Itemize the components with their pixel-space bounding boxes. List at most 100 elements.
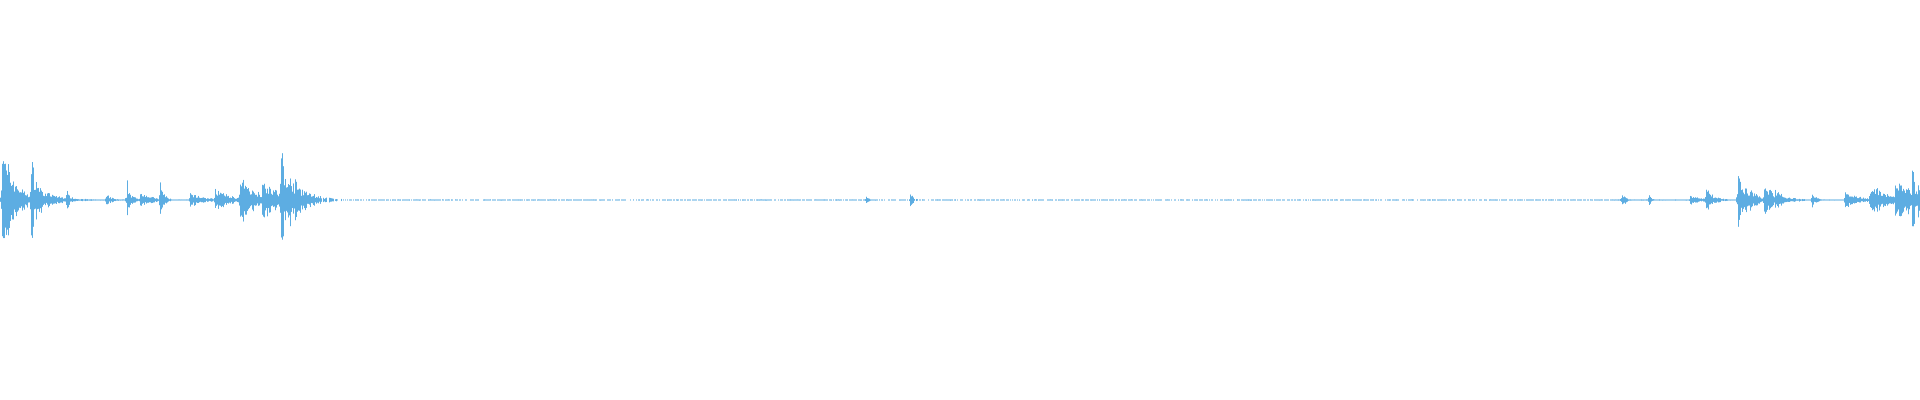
waveform-bar	[1838, 199, 1839, 201]
waveform-bar	[1036, 199, 1037, 201]
waveform-bar	[594, 199, 595, 201]
waveform-bar	[500, 199, 501, 201]
waveform-bar	[303, 195, 304, 206]
waveform-bar	[1476, 199, 1477, 201]
waveform-bar	[23, 192, 24, 208]
waveform-bar	[803, 199, 804, 201]
waveform-bar	[1346, 199, 1347, 201]
waveform-bar	[1706, 189, 1707, 209]
waveform-bar	[1804, 199, 1805, 201]
waveform-bar	[99, 199, 100, 201]
waveform-bar	[563, 199, 564, 201]
waveform-bar	[249, 191, 250, 208]
waveform-bar	[1647, 199, 1648, 201]
waveform-bar	[1299, 199, 1300, 201]
waveform-bar	[191, 194, 192, 205]
waveform-bar	[184, 199, 185, 201]
waveform-bar	[1272, 199, 1273, 201]
waveform-bar	[1332, 199, 1333, 201]
waveform-bar	[1204, 199, 1205, 201]
waveform-bar	[315, 197, 316, 203]
waveform-bar	[97, 199, 98, 201]
waveform-bar	[403, 199, 404, 201]
waveform-bar	[300, 189, 301, 213]
waveform-bar	[1861, 198, 1862, 202]
waveform-bar	[678, 199, 679, 201]
waveform-bar	[0, 197, 1, 202]
waveform-bar	[489, 199, 490, 201]
waveform-bar	[353, 199, 354, 201]
waveform-bar	[471, 199, 472, 201]
waveform-bar	[501, 199, 502, 201]
waveform-bar	[324, 198, 325, 202]
waveform-bar	[545, 199, 546, 201]
waveform-bar	[103, 199, 104, 201]
waveform-bar	[1539, 199, 1540, 201]
waveform-bar	[816, 199, 817, 201]
waveform-bar	[528, 199, 529, 201]
waveform-bar	[787, 199, 788, 201]
waveform-bar	[1055, 199, 1056, 201]
waveform-bar	[1608, 199, 1609, 201]
waveform-bar	[829, 199, 830, 201]
waveform-bar	[1658, 199, 1659, 201]
waveform-bar	[1256, 199, 1257, 201]
waveform-bar	[510, 199, 511, 201]
waveform-bar	[997, 199, 998, 201]
waveform-bar	[1768, 194, 1769, 206]
waveform-bar	[1659, 199, 1660, 201]
waveform-bar	[1238, 199, 1239, 201]
waveform-bar	[1168, 199, 1169, 201]
waveform-bar	[547, 199, 548, 201]
waveform-bar	[757, 199, 758, 201]
waveform-bar	[751, 199, 752, 201]
waveform-bar	[238, 197, 239, 203]
waveform-bar	[1271, 199, 1272, 201]
waveform-bar	[911, 196, 912, 205]
waveform-bar	[17, 189, 18, 212]
waveform-bar	[729, 199, 730, 201]
waveform-bar	[1385, 199, 1386, 201]
waveform-bar	[1365, 199, 1366, 201]
waveform-bar	[390, 199, 391, 201]
waveform-bar	[928, 199, 929, 201]
waveform-bar	[1892, 196, 1893, 204]
waveform-bar	[1139, 199, 1140, 201]
waveform-bar	[388, 199, 389, 201]
waveform-bar	[1366, 199, 1367, 201]
waveform-bar	[1675, 199, 1676, 201]
waveform-bar	[1664, 199, 1665, 201]
waveform-bar	[752, 199, 753, 201]
waveform-bar	[318, 196, 319, 204]
waveform-bar	[1364, 199, 1365, 201]
waveform-bar	[1330, 199, 1331, 201]
waveform-bar	[760, 199, 761, 201]
waveform-bar	[5, 163, 6, 228]
waveform-bar	[1654, 199, 1655, 201]
waveform-bar	[1192, 199, 1193, 201]
waveform-bar	[774, 199, 775, 201]
waveform-bar	[1851, 196, 1852, 205]
waveform-bar	[253, 191, 254, 212]
waveform-bar	[1808, 199, 1809, 201]
waveform-bar	[1105, 199, 1106, 201]
waveform-bar	[1459, 199, 1460, 201]
waveform-bar	[949, 199, 950, 201]
waveform-bar	[1717, 198, 1718, 202]
waveform-bar	[856, 199, 857, 201]
waveform-bar	[88, 199, 89, 201]
waveform-bar	[1630, 199, 1631, 201]
waveform-bar	[715, 199, 716, 201]
waveform-bar	[457, 199, 458, 201]
waveform-bar	[1323, 199, 1324, 201]
waveform-bar	[1283, 199, 1284, 201]
waveform-bar	[236, 198, 237, 202]
waveform-bar	[527, 199, 528, 201]
waveform-bar	[272, 194, 273, 206]
waveform-bar	[622, 199, 623, 201]
waveform-bar	[1624, 196, 1625, 203]
waveform-bar	[1059, 199, 1060, 201]
waveform-bar	[769, 199, 770, 201]
waveform-bar	[24, 191, 25, 210]
